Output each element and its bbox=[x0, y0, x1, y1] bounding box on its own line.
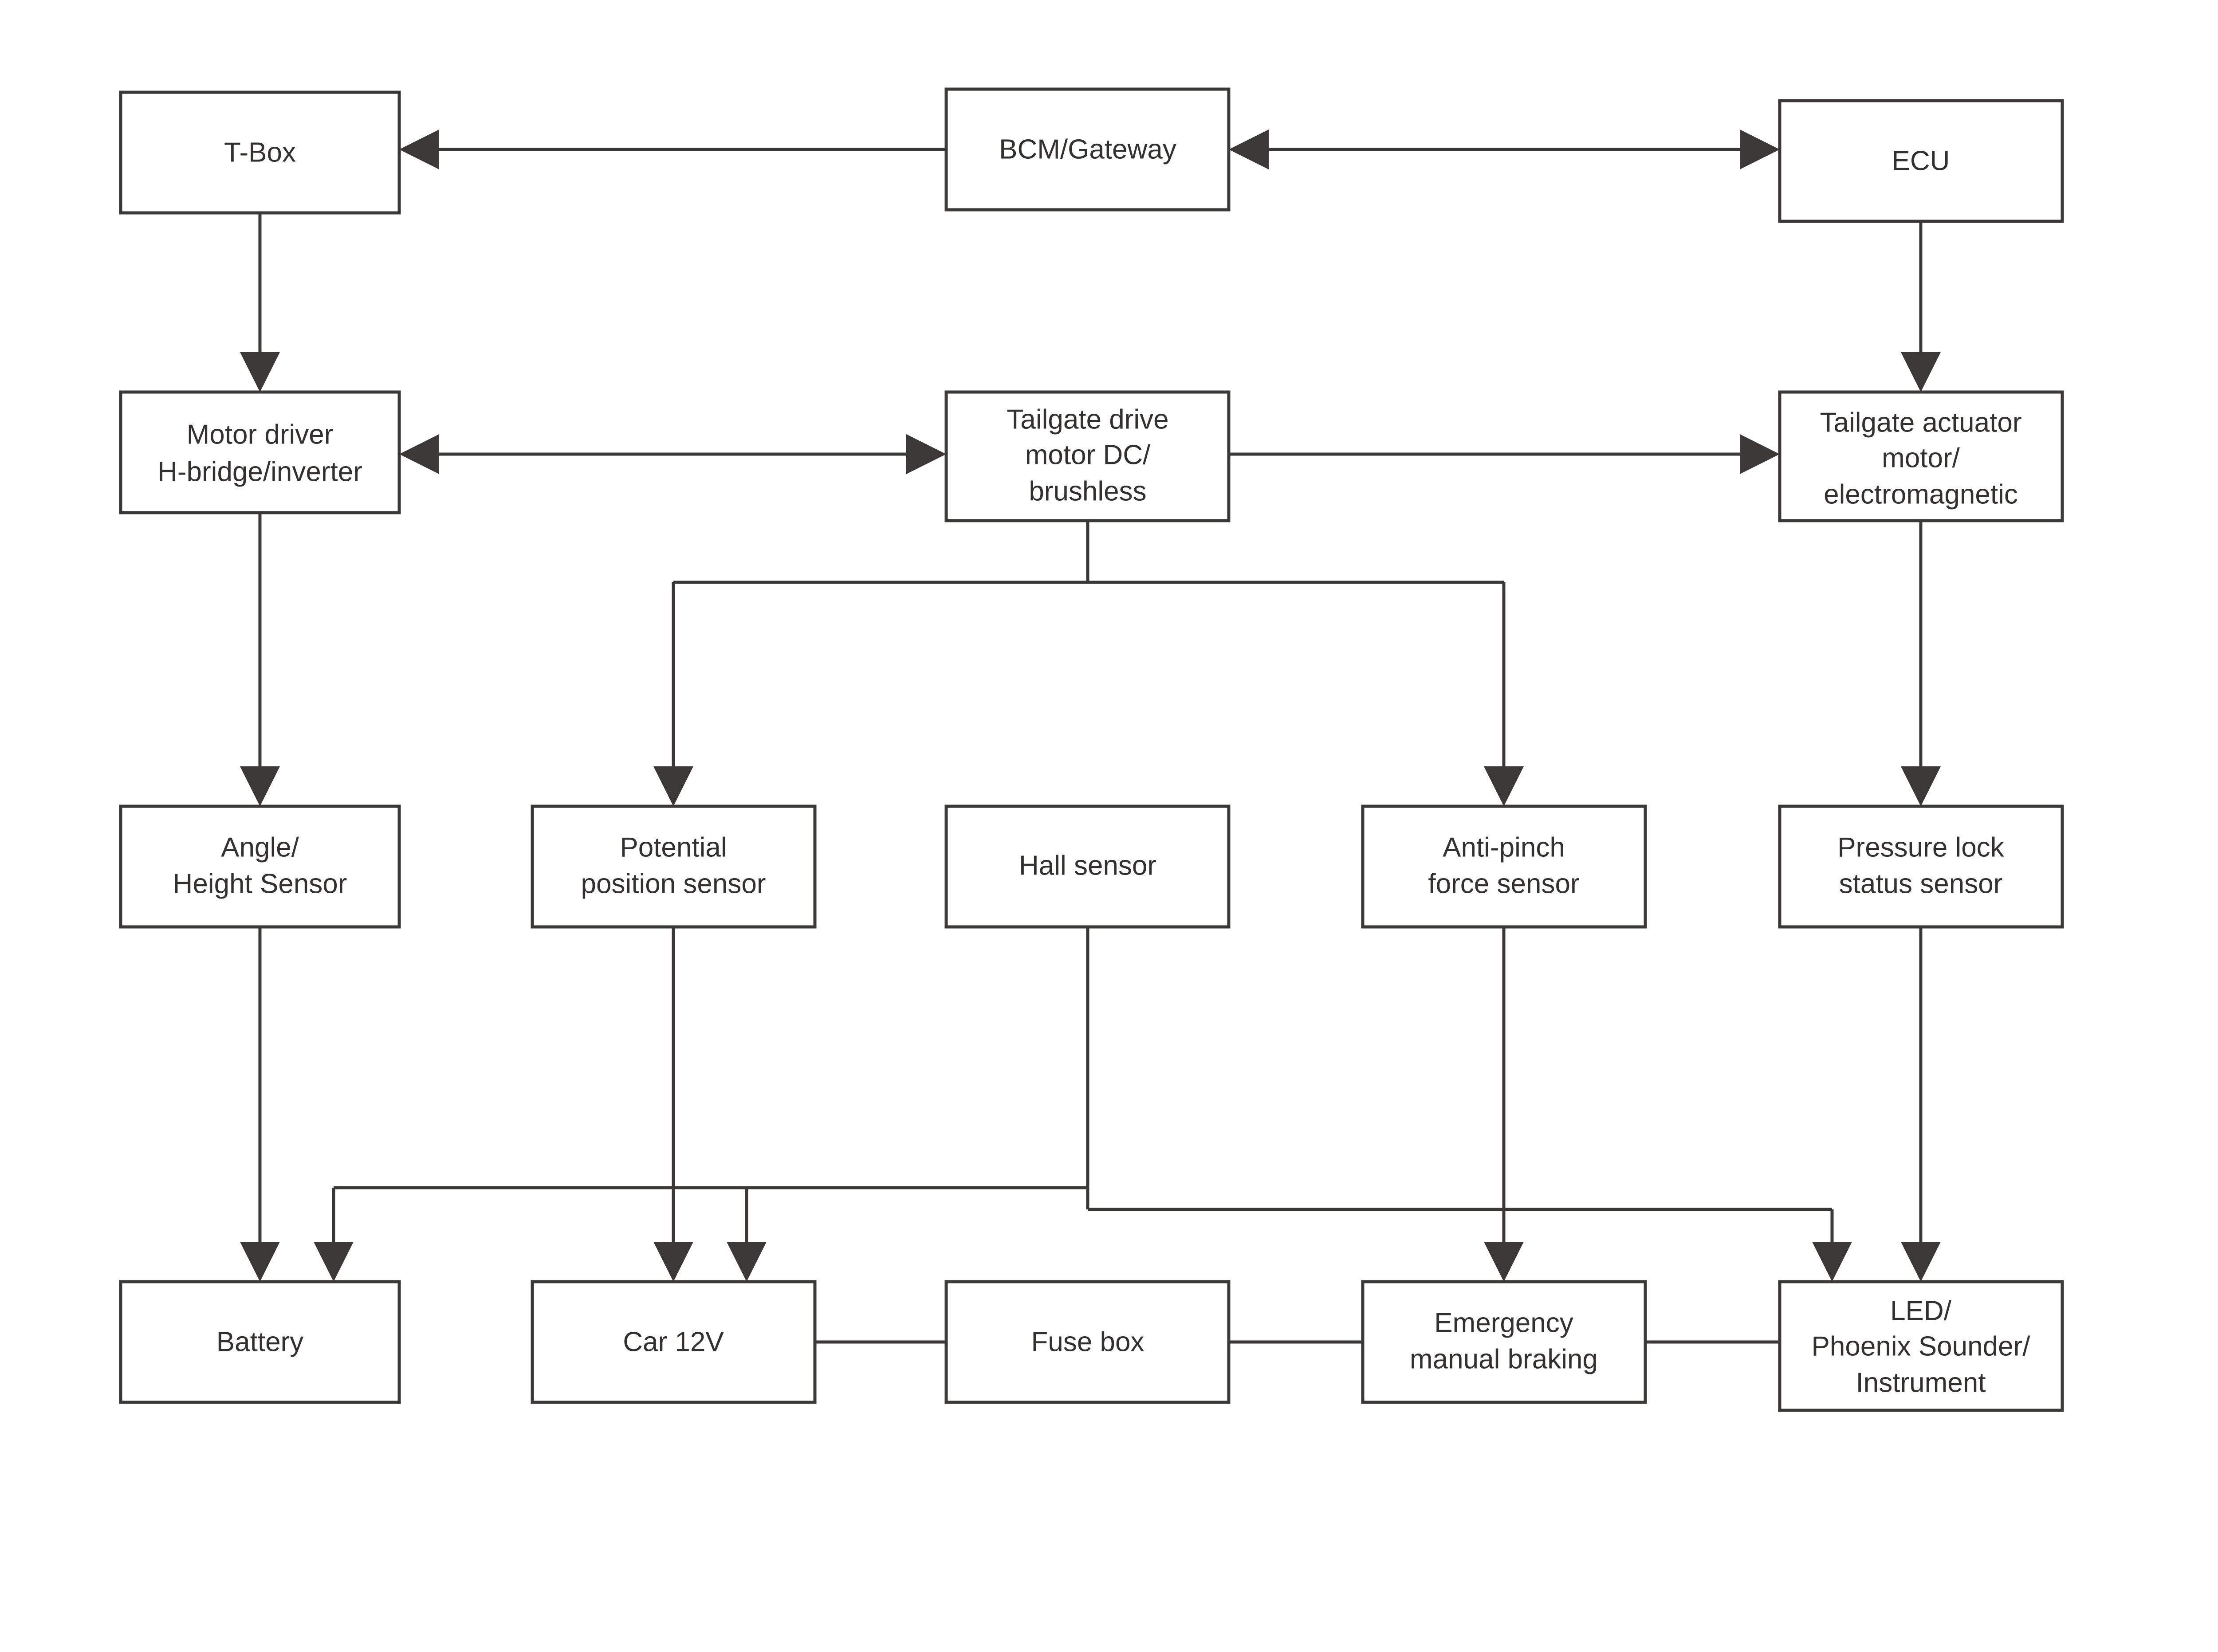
node-hall-sensor-label: Hall sensor bbox=[1019, 850, 1156, 881]
edge-tailgate-actuator-to-pressure-lock bbox=[1901, 521, 1941, 806]
node-battery-label: Battery bbox=[216, 1326, 303, 1357]
edge-pressure-lock-to-led bbox=[1901, 927, 1941, 1282]
edge-ecu-bcm-bidirectional bbox=[1229, 129, 1780, 169]
node-motor-driver-label-line1: Motor driver bbox=[187, 419, 334, 450]
edge-tailgate-drive-motor-driver-bidirectional bbox=[399, 434, 946, 474]
node-battery[interactable]: Battery bbox=[119, 1280, 401, 1404]
node-bcm-gateway[interactable]: BCM/Gateway bbox=[944, 87, 1231, 212]
edge-bcm-to-tbox bbox=[399, 129, 946, 169]
node-ecu[interactable]: ECU bbox=[1778, 99, 2064, 223]
node-tailgate-actuator-label-line3: electromagnetic bbox=[1824, 479, 2018, 510]
edge-tailgate-drive-to-actuator bbox=[1229, 434, 1780, 474]
node-emergency-brake-label-line1: Emergency bbox=[1434, 1307, 1573, 1338]
node-potential-sensor[interactable]: Potential position sensor bbox=[531, 804, 817, 929]
node-angle-sensor-label-line1: Angle/ bbox=[221, 832, 299, 863]
node-motor-driver-label-line2: H-bridge/inverter bbox=[157, 456, 362, 487]
edge-tbox-to-motor-driver bbox=[240, 213, 280, 392]
node-car-12v[interactable]: Car 12V bbox=[531, 1280, 817, 1404]
node-tailgate-drive[interactable]: Tailgate drive motor DC/ brushless bbox=[944, 390, 1231, 522]
node-potential-sensor-label-line2: position sensor bbox=[581, 868, 766, 899]
node-led-sounder-label-line2: Phoenix Sounder/ bbox=[1812, 1331, 2031, 1362]
node-led-sounder[interactable]: LED/ Phoenix Sounder/ Instrument bbox=[1778, 1280, 2064, 1412]
edge-layer bbox=[240, 129, 1941, 1344]
node-anti-pinch-label-line2: force sensor bbox=[1428, 868, 1579, 899]
node-anti-pinch[interactable]: Anti-pinch force sensor bbox=[1361, 804, 1647, 929]
edge-angle-sensor-to-battery bbox=[240, 927, 280, 1282]
node-fuse-box-label: Fuse box bbox=[1031, 1326, 1144, 1357]
node-bcm-gateway-label: BCM/Gateway bbox=[999, 134, 1176, 165]
edge-hall-sensor-bus bbox=[314, 927, 1852, 1282]
node-hall-sensor[interactable]: Hall sensor bbox=[944, 804, 1231, 929]
node-emergency-brake[interactable]: Emergency manual braking bbox=[1361, 1280, 1647, 1404]
node-car-12v-label: Car 12V bbox=[623, 1326, 724, 1357]
node-led-sounder-label-line3: Instrument bbox=[1856, 1367, 1986, 1398]
edge-tailgate-drive-fork bbox=[653, 521, 1524, 806]
node-angle-sensor[interactable]: Angle/ Height Sensor bbox=[119, 804, 401, 929]
edge-potential-sensor-to-car12v bbox=[653, 927, 693, 1282]
node-anti-pinch-label-line1: Anti-pinch bbox=[1443, 832, 1565, 863]
node-tailgate-actuator-label-line1: Tailgate actuator bbox=[1820, 407, 2022, 438]
node-tailgate-actuator-label-line2: motor/ bbox=[1882, 443, 1960, 473]
node-emergency-brake-label-line2: manual braking bbox=[1410, 1344, 1598, 1374]
node-tailgate-drive-label-line1: Tailgate drive bbox=[1007, 404, 1168, 435]
node-pressure-lock[interactable]: Pressure lock status sensor bbox=[1778, 804, 2064, 929]
node-tailgate-actuator[interactable]: Tailgate actuator motor/ electromagnetic bbox=[1778, 390, 2064, 522]
node-ecu-label: ECU bbox=[1892, 145, 1950, 176]
node-angle-sensor-label-line2: Height Sensor bbox=[173, 868, 347, 899]
node-pressure-lock-label-line1: Pressure lock bbox=[1837, 832, 2005, 863]
node-tailgate-drive-label-line3: brushless bbox=[1029, 476, 1146, 506]
node-t-box-label: T-Box bbox=[224, 137, 296, 168]
edge-antipinch-to-emergency-brake bbox=[1484, 927, 1524, 1282]
node-t-box[interactable]: T-Box bbox=[119, 90, 401, 215]
node-tailgate-drive-label-line2: motor DC/ bbox=[1025, 439, 1151, 470]
node-pressure-lock-label-line2: status sensor bbox=[1839, 868, 2003, 899]
node-potential-sensor-label-line1: Potential bbox=[620, 832, 727, 863]
node-led-sounder-label-line1: LED/ bbox=[1890, 1295, 1952, 1326]
node-motor-driver[interactable]: Motor driver H-bridge/inverter bbox=[119, 390, 401, 514]
node-fuse-box[interactable]: Fuse box bbox=[944, 1280, 1231, 1404]
edge-motor-driver-to-angle-sensor bbox=[240, 513, 280, 806]
edge-ecu-to-tailgate-actuator bbox=[1901, 221, 1941, 392]
